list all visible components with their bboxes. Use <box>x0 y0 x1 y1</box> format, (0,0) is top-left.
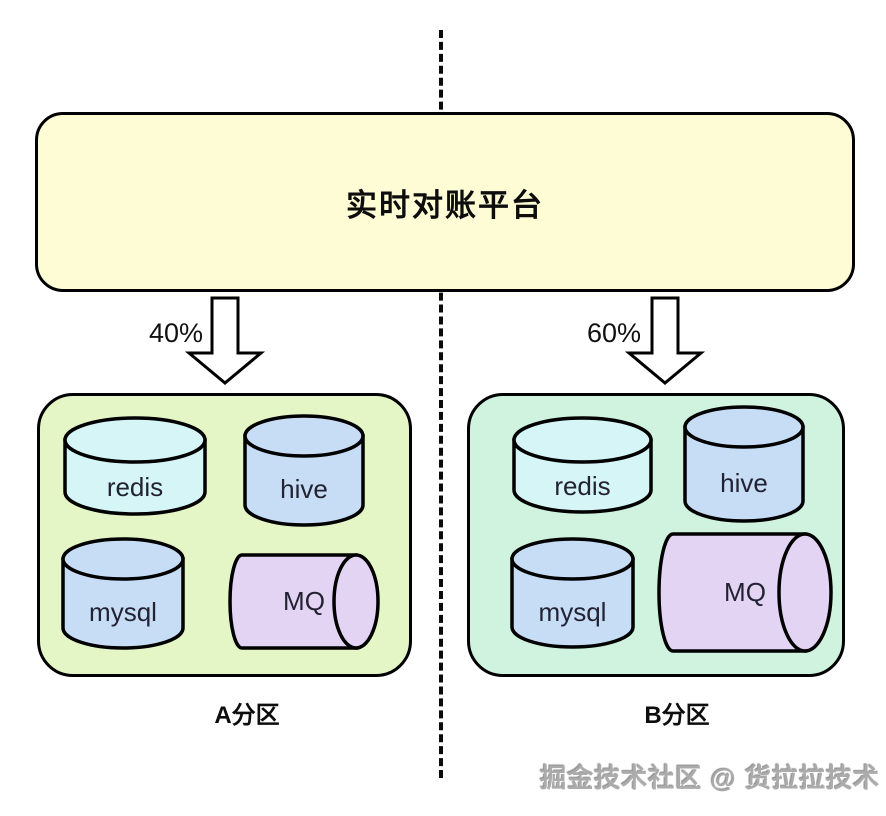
database-cylinder-icon <box>243 414 365 527</box>
traffic-share-b: 60% <box>586 318 641 348</box>
cylinder-label: mysql <box>538 596 607 627</box>
partition-a-label: A分区 <box>214 702 280 729</box>
database-cylinder-icon <box>510 537 635 649</box>
cylinder-redis-b: redis <box>512 416 653 514</box>
cylinder-mq-b: MQ <box>657 532 833 653</box>
cylinder-label: redis <box>106 471 164 502</box>
cylinder-label: hive <box>720 467 768 498</box>
database-cylinder-icon <box>63 416 207 516</box>
down-arrow-icon <box>624 296 706 385</box>
traffic-share-a: 40% <box>148 318 203 348</box>
watermark-text: 掘金技术社区 @ 货拉拉技术 <box>540 763 880 793</box>
partition-b-label: B分区 <box>644 702 710 729</box>
cylinder-label: redis <box>554 470 611 501</box>
cylinder-label: MQ <box>283 586 325 616</box>
cylinder-label: mysql <box>89 597 157 627</box>
cylinder-mysql-a: mysql <box>61 537 185 650</box>
database-cylinder-icon <box>683 405 805 523</box>
partition-divider-line <box>439 30 443 778</box>
down-arrow-icon <box>184 296 266 385</box>
database-cylinder-icon <box>61 537 185 650</box>
platform-box: 实时对账平台 <box>35 112 855 292</box>
queue-cylinder-icon <box>228 553 380 650</box>
cylinder-mq-a: MQ <box>228 553 380 650</box>
cylinder-hive-b: hive <box>683 405 805 523</box>
cylinder-label: hive <box>280 474 328 504</box>
cylinder-redis-a: redis <box>63 416 207 516</box>
platform-title: 实时对账平台 <box>346 187 544 223</box>
database-cylinder-icon <box>512 416 653 514</box>
cylinder-mysql-b: mysql <box>510 537 635 649</box>
queue-cylinder-icon <box>657 532 833 653</box>
cylinder-hive-a: hive <box>243 414 365 527</box>
cylinder-label: MQ <box>724 577 766 607</box>
